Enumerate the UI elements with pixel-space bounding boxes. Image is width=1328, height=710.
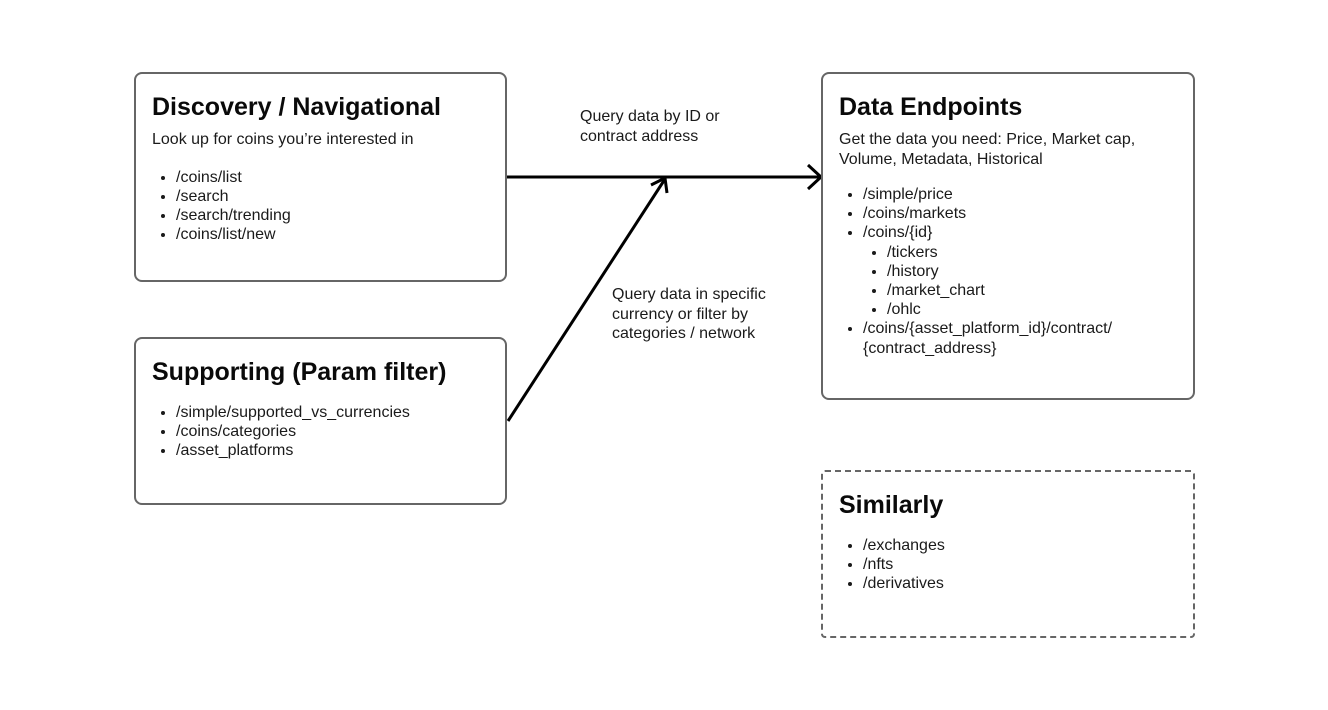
endpoint-item: /coins/list [176, 168, 489, 187]
edge-label-bottom: Query data in specific currency or filte… [612, 286, 766, 342]
endpoint-item: /coins/list/new [176, 225, 489, 244]
data-endpoints-description: Get the data you need: Price, Market cap… [839, 131, 1136, 168]
endpoint-item: /coins/categories [176, 422, 489, 441]
data-endpoints-title: Data Endpoints [839, 93, 1023, 121]
sub-endpoint-item: /ohlc [887, 300, 1177, 319]
endpoint-item: /exchanges [863, 536, 1177, 555]
endpoint-item: /derivatives [863, 574, 1177, 593]
sub-endpoint-item: /market_chart [887, 281, 1177, 300]
endpoint-item: /coins/{asset_platform_id}/contract/ {co… [863, 319, 1177, 357]
endpoint-item-coins-id: /coins/{id} /tickers /history /market_ch… [863, 223, 1177, 319]
edge-label-top: Query data by ID or contract address [580, 108, 720, 145]
supporting-endpoint-list: /simple/supported_vs_currencies /coins/c… [152, 403, 489, 461]
data-endpoints-list: /simple/price /coins/markets /coins/{id}… [839, 185, 1177, 358]
sub-endpoint-item: /tickers [887, 243, 1177, 262]
endpoint-item: /simple/price [863, 185, 1177, 204]
discovery-endpoint-list: /coins/list /search /search/trending /co… [152, 168, 489, 245]
endpoint-item: /coins/markets [863, 204, 1177, 223]
discovery-title: Discovery / Navigational [152, 93, 442, 121]
endpoint-item: /asset_platforms [176, 441, 489, 460]
similarly-box: Similarly /exchanges /nfts /derivatives [821, 470, 1195, 638]
arrowhead-supporting [650, 175, 669, 194]
coins-id-sub-list: /tickers /history /market_chart /ohlc [863, 243, 1177, 320]
sub-endpoint-item: /history [887, 262, 1177, 281]
similarly-title: Similarly [839, 491, 944, 519]
supporting-box: Supporting (Param filter) /simple/suppor… [134, 337, 507, 505]
endpoint-item: /nfts [863, 555, 1177, 574]
supporting-title: Supporting (Param filter) [152, 358, 447, 386]
discovery-box: Discovery / Navigational Look up for coi… [134, 72, 507, 282]
data-endpoints-box: Data Endpoints Get the data you need: Pr… [821, 72, 1195, 400]
similarly-endpoint-list: /exchanges /nfts /derivatives [839, 536, 1177, 594]
endpoint-item: /search/trending [176, 206, 489, 225]
discovery-description: Look up for coins you’re interested in [152, 131, 414, 148]
arrowhead-data-endpoints [806, 163, 824, 191]
endpoint-item: /simple/supported_vs_currencies [176, 403, 489, 422]
endpoint-item: /search [176, 187, 489, 206]
endpoint-label: /coins/{id} [863, 224, 933, 242]
